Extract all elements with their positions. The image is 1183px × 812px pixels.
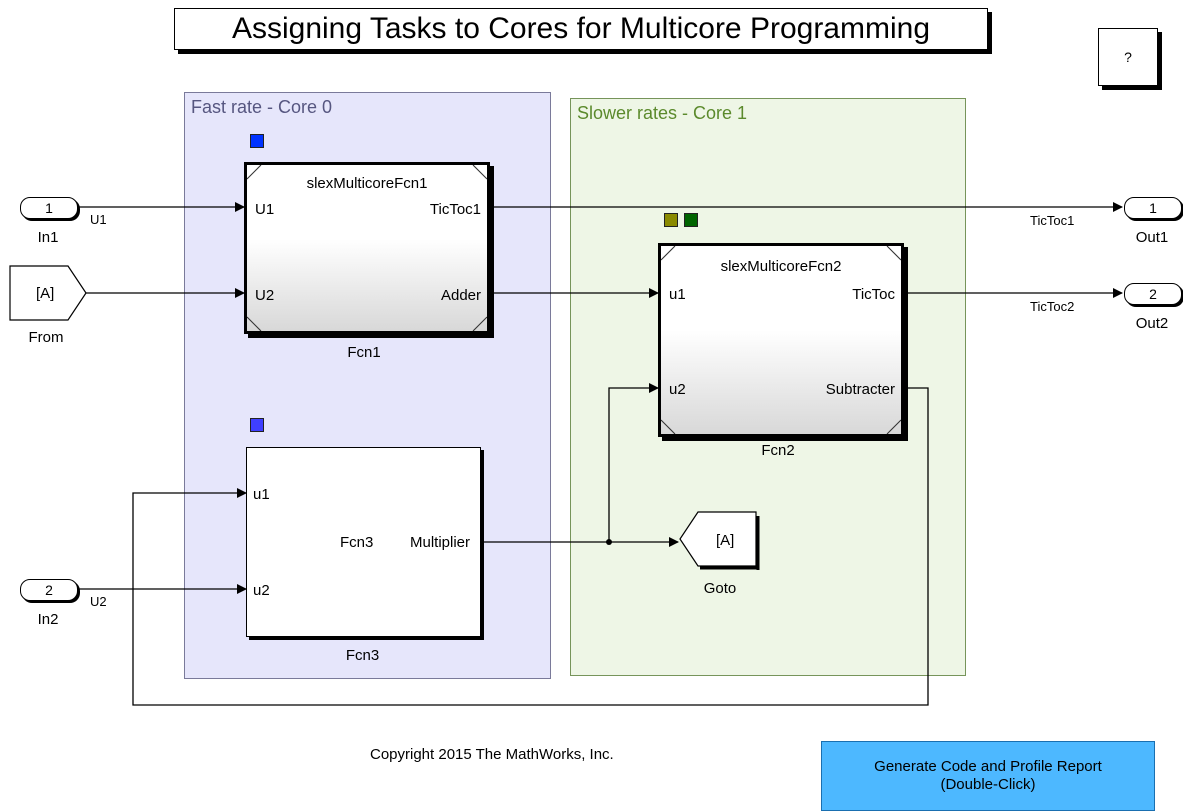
outport-out1-number: 1 (1149, 200, 1157, 216)
branch-point (606, 539, 612, 545)
fcn2-label: Fcn2 (761, 442, 795, 459)
help-button[interactable]: ? (1098, 28, 1158, 86)
line-multiplier-branch[interactable] (608, 383, 659, 542)
fcn2-block[interactable]: slexMulticoreFcn2 u1 u2 TicToc Subtracte… (658, 243, 904, 437)
fcn1-label: Fcn1 (347, 344, 381, 361)
fcn2-model-name: slexMulticoreFcn2 (720, 258, 842, 275)
fcn2-corner-marks (661, 246, 901, 434)
from-label: From (28, 329, 64, 346)
goto-label: Goto (703, 580, 737, 597)
fcn1-block[interactable]: slexMulticoreFcn1 U1 U2 TicToc1 Adder (244, 162, 490, 334)
area-core0-label: Fast rate - Core 0 (191, 97, 333, 117)
page-title: Assigning Tasks to Cores for Multicore P… (174, 8, 988, 50)
goto-block[interactable]: [A] (676, 510, 762, 572)
fcn2-port-u1: u1 (669, 286, 686, 303)
fcn1-port-tictoc1: TicToc1 (429, 201, 481, 218)
inport-in1[interactable]: 1 (20, 197, 78, 219)
copyright-text: Copyright 2015 The MathWorks, Inc. (370, 746, 614, 763)
signal-label-u1: U1 (90, 212, 107, 227)
generate-report-line1: Generate Code and Profile Report (874, 758, 1102, 775)
outport-out1-label: Out1 (1135, 229, 1169, 246)
fcn1-port-u1: U1 (255, 201, 275, 218)
fcn1-port-adder: Adder (440, 287, 481, 304)
signal-label-tictoc2: TicToc2 (1030, 299, 1075, 314)
fcn2-port-subtracter: Subtracter (825, 381, 895, 398)
inport-in2-number: 2 (45, 582, 53, 598)
fcn1-port-u2: U2 (255, 287, 275, 304)
outport-out2-number: 2 (1149, 286, 1157, 302)
generate-report-button[interactable]: Generate Code and Profile Report (Double… (821, 741, 1155, 811)
outport-out1[interactable]: 1 (1124, 197, 1182, 219)
fcn3-inner-name: Fcn3 (340, 534, 374, 551)
fcn3-port-u1: u1 (253, 486, 270, 503)
signal-label-u2: U2 (90, 594, 107, 609)
inport-in2[interactable]: 2 (20, 579, 78, 601)
rate-indicator-fcn2-a (664, 213, 678, 227)
from-block[interactable]: [A] (8, 264, 90, 324)
rate-indicator-fcn3 (250, 418, 264, 432)
fcn3-port-u2: u2 (253, 582, 270, 599)
fcn3-block[interactable]: u1 u2 Fcn3 Multiplier (246, 447, 481, 637)
line-subtracter[interactable] (132, 387, 929, 706)
from-tag: [A] (36, 285, 54, 302)
inport-in1-number: 1 (45, 200, 53, 216)
fcn3-port-multiplier: Multiplier (409, 534, 470, 551)
area-core1-label: Slower rates - Core 1 (577, 103, 748, 123)
rate-indicator-fcn2-b (684, 213, 698, 227)
goto-tag: [A] (716, 532, 734, 549)
inport-in1-label: In1 (37, 229, 59, 246)
fcn1-model-name: slexMulticoreFcn1 (306, 175, 428, 192)
rate-indicator-fcn1 (250, 134, 264, 148)
outport-out2[interactable]: 2 (1124, 283, 1182, 305)
fcn1-corner-marks (247, 165, 487, 331)
generate-report-line2: (Double-Click) (940, 776, 1036, 793)
fcn2-port-u2: u2 (669, 381, 686, 398)
fcn2-port-tictoc: TicToc (852, 286, 895, 303)
inport-in2-label: In2 (37, 611, 59, 628)
signal-label-tictoc1: TicToc1 (1030, 213, 1075, 228)
fcn3-label: Fcn3 (345, 647, 380, 664)
outport-out2-label: Out2 (1135, 315, 1169, 332)
